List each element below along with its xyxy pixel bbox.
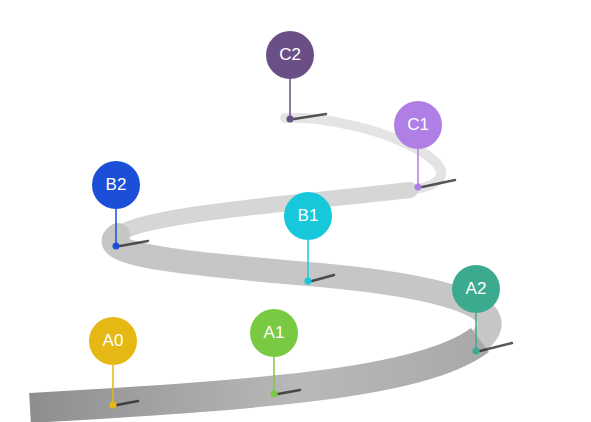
pin-shadow	[312, 275, 334, 281]
pin-dot	[305, 278, 312, 285]
pin-stem	[417, 149, 419, 187]
pin-shadow	[117, 401, 138, 405]
pin-stem	[273, 357, 275, 394]
milestone-circle: C1	[394, 101, 442, 149]
milestone-circle: A1	[250, 309, 298, 357]
pin-dot	[271, 391, 278, 398]
milestone-label: A0	[103, 331, 124, 351]
road	[118, 190, 410, 235]
pin-shadow	[278, 390, 300, 394]
pin-shadow	[480, 343, 512, 351]
pin-dot	[287, 116, 294, 123]
milestone-label: A2	[466, 279, 487, 299]
milestone-circle: A0	[89, 317, 137, 365]
pin-shadow	[294, 114, 326, 119]
milestone-label: B1	[298, 206, 319, 226]
pin-stem	[115, 209, 117, 246]
pin-shadow	[422, 180, 455, 187]
pin-stem	[289, 79, 291, 119]
pin-shadow	[120, 241, 148, 246]
milestone-circle: C2	[266, 31, 314, 79]
pin-dot	[110, 402, 117, 409]
pin-stem	[307, 240, 309, 281]
pin-stem	[112, 365, 114, 405]
milestone-label: B2	[106, 175, 127, 195]
milestone-label: C2	[279, 45, 301, 65]
milestone-circle: B2	[92, 161, 140, 209]
pin-stem	[475, 313, 477, 351]
milestone-circle: B1	[284, 192, 332, 240]
milestone-label: C1	[407, 115, 429, 135]
milestone-label: A1	[264, 323, 285, 343]
milestone-circle: A2	[452, 265, 500, 313]
pin-dot	[415, 184, 422, 191]
pin-dot	[113, 243, 120, 250]
road	[114, 235, 490, 340]
pin-dot	[473, 348, 480, 355]
